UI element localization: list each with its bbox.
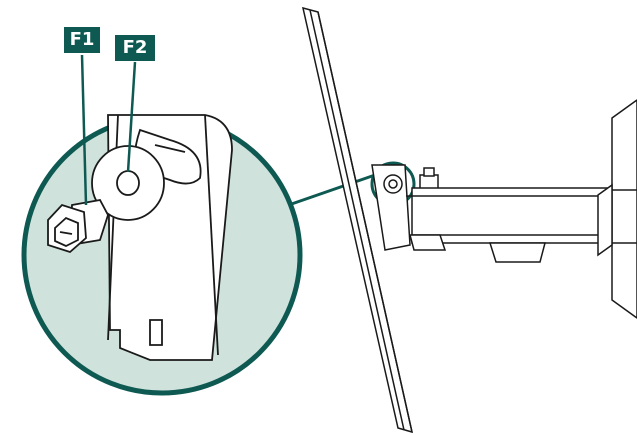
label-f1: F1 xyxy=(64,27,100,53)
f2-leader-line xyxy=(126,61,137,173)
tv-panel xyxy=(301,6,414,434)
hex-bolt-icon xyxy=(47,198,109,254)
detail-view xyxy=(21,54,303,396)
mount-arm xyxy=(406,187,613,263)
f1-leader-line xyxy=(80,54,88,206)
label-f2: F2 xyxy=(115,35,155,61)
wall-plate xyxy=(597,99,637,319)
detail-connector-line xyxy=(279,173,376,210)
washer-icon xyxy=(91,145,165,221)
